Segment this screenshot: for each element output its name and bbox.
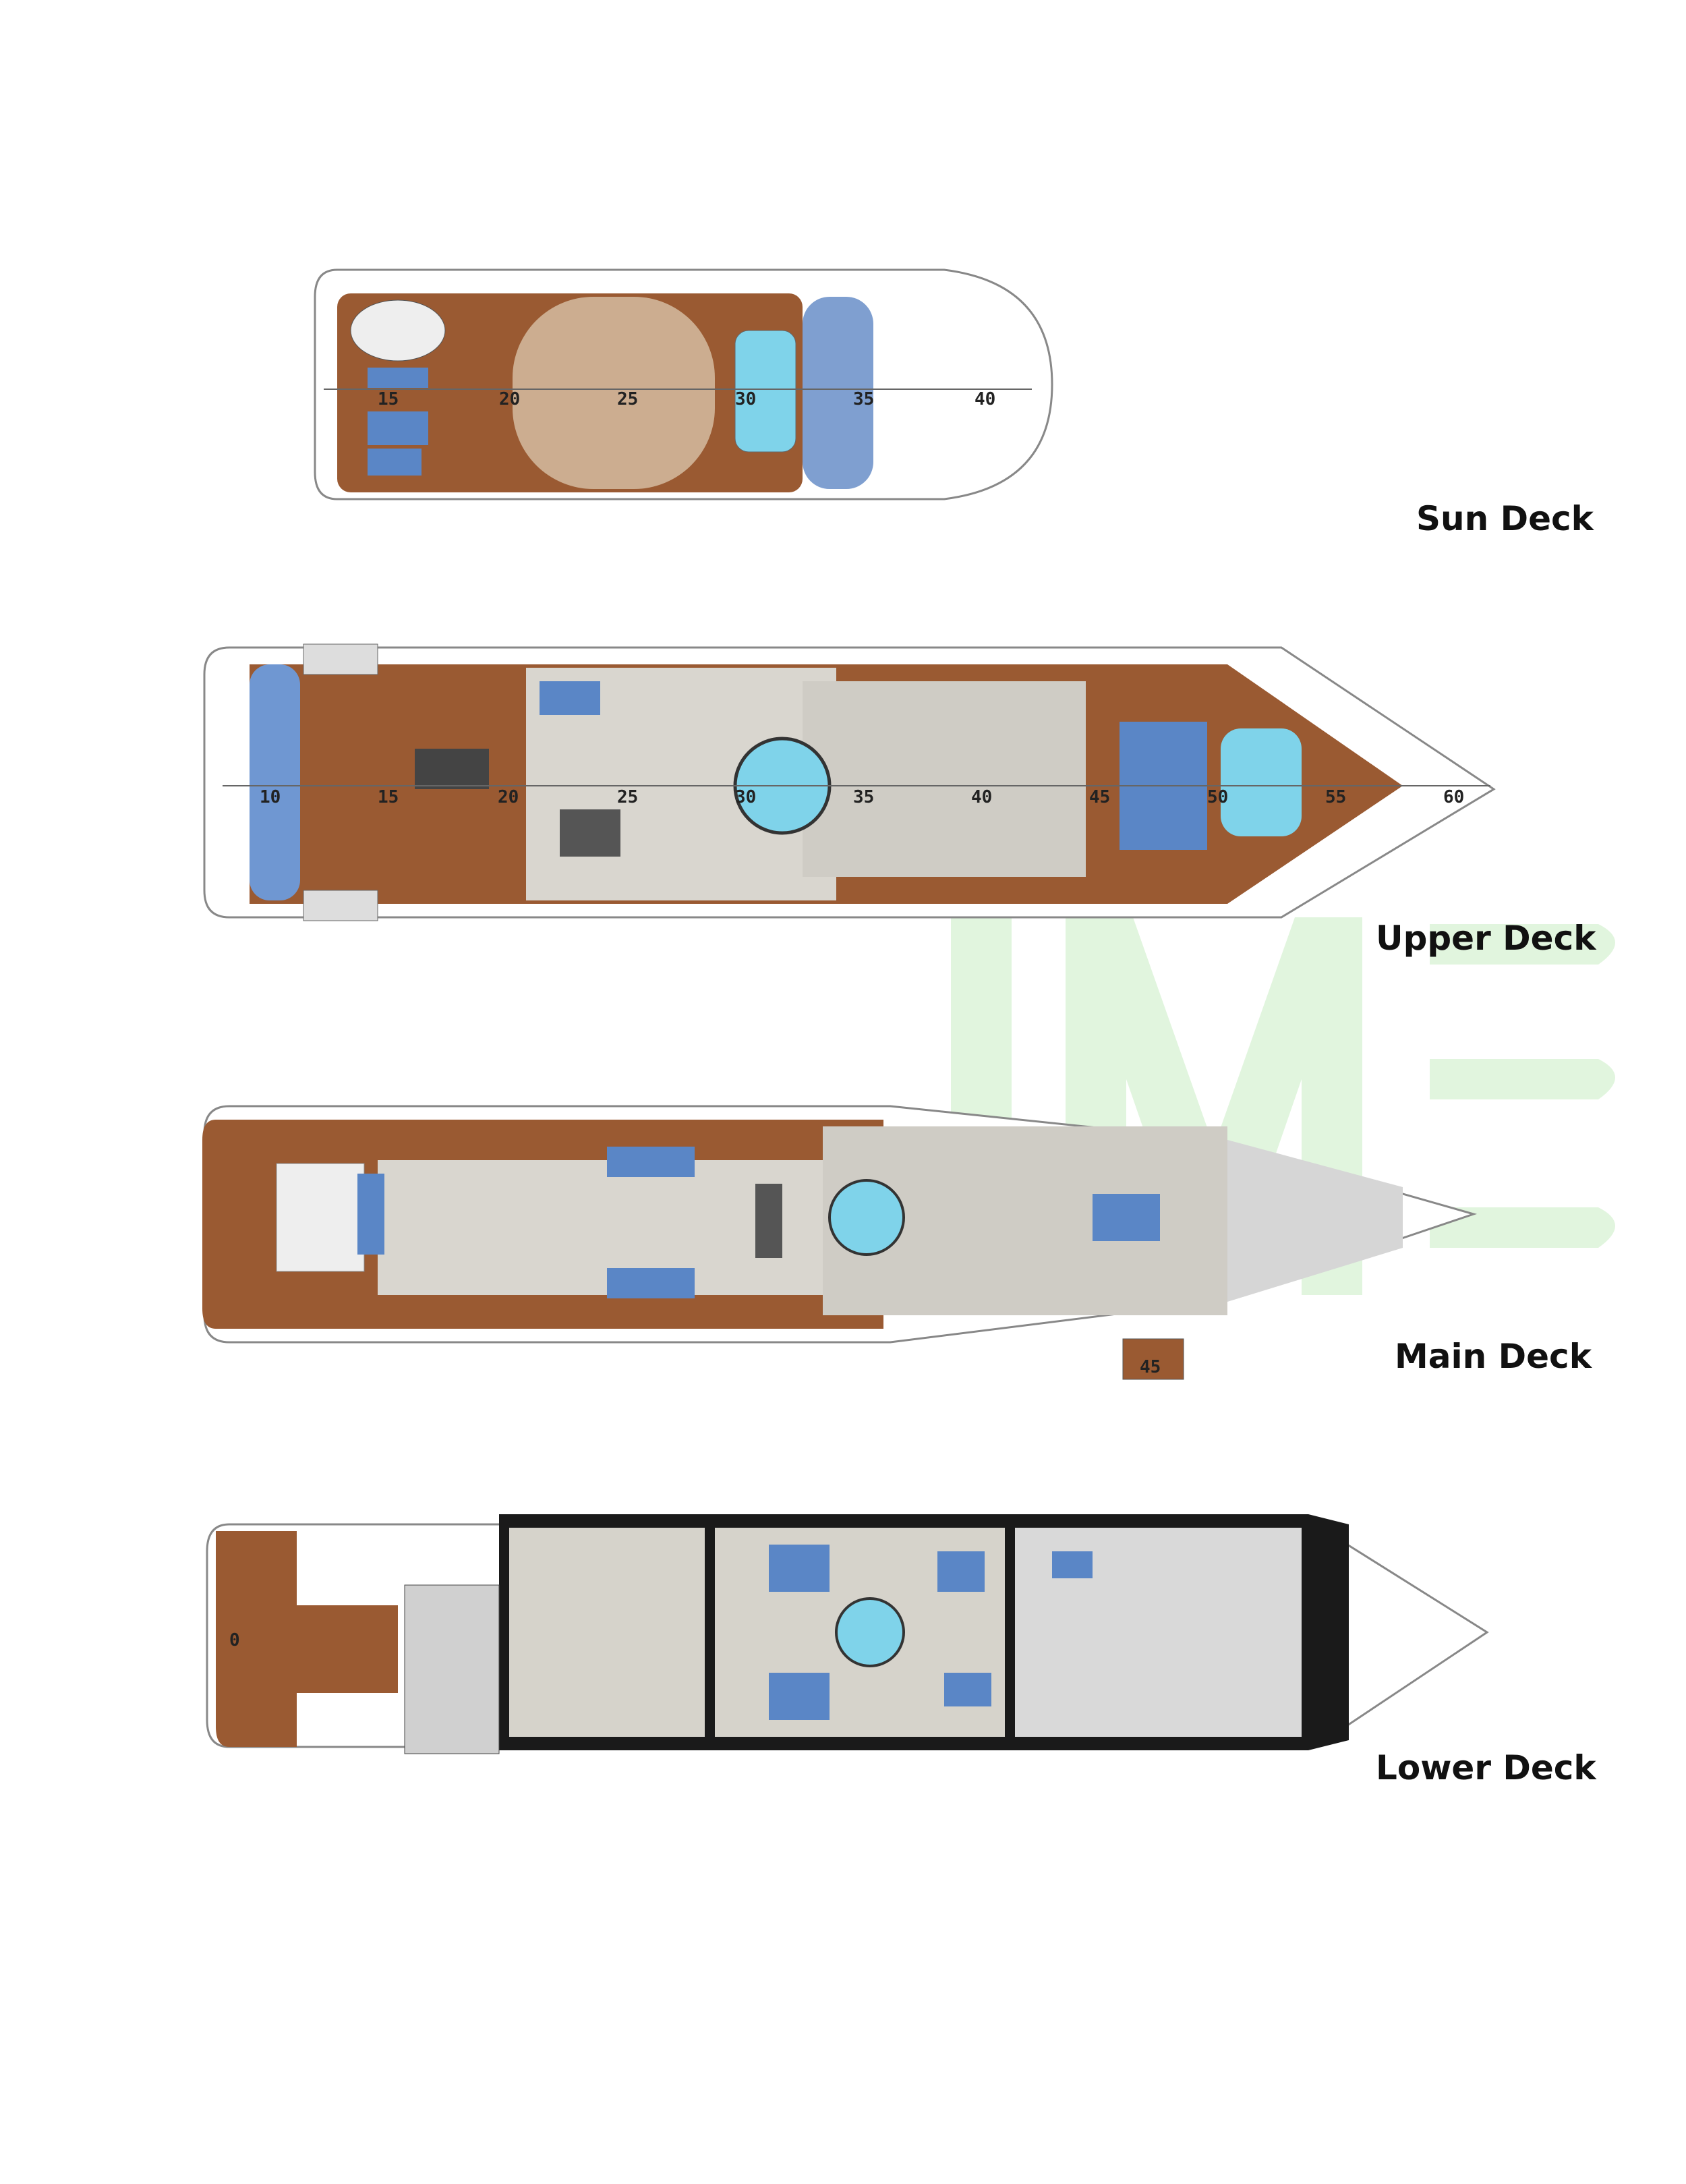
station-label: 45	[1089, 787, 1110, 807]
station-numbers: 15 20 25 30 35 40	[378, 389, 995, 409]
station-label: 0	[229, 1630, 240, 1650]
station-label: 30	[735, 389, 756, 409]
station-label: 35	[853, 787, 874, 807]
station-label: 20	[498, 787, 519, 807]
station-label: 40	[975, 389, 995, 409]
sun-deck-label: Sun Deck	[1416, 499, 1594, 538]
main-deck-label: Main Deck	[1395, 1337, 1592, 1376]
station-label: 25	[617, 389, 638, 409]
station-label: 60	[1443, 787, 1464, 807]
station-label: 40	[971, 787, 992, 807]
station-label: 30	[735, 787, 756, 807]
lower-deck-plan[interactable]: 0	[206, 1514, 1489, 1754]
station-label: 15	[378, 389, 399, 409]
main-deck-plan[interactable]: 45	[202, 1105, 1478, 1380]
station-label: 15	[378, 787, 399, 807]
station-numbers: 10 15 20 25 30 35 40 45 50 55 60	[260, 787, 1464, 807]
sun-deck-plan[interactable]: 15 20 25 30 35 40	[314, 268, 1053, 500]
watermark-logo	[951, 917, 1615, 1295]
station-label: 10	[260, 787, 281, 807]
station-label: 45	[1140, 1357, 1161, 1377]
station-label: 35	[853, 389, 874, 409]
station-label: 55	[1325, 787, 1346, 807]
station-label: 50	[1207, 787, 1228, 807]
station-label: 20	[499, 389, 520, 409]
station-label: 25	[617, 787, 638, 807]
upper-deck-plan[interactable]: 10 15 20 25 30 35 40 45 50 55 60	[203, 643, 1496, 921]
upper-deck-label: Upper Deck	[1376, 919, 1596, 958]
lower-deck-label: Lower Deck	[1376, 1748, 1596, 1787]
